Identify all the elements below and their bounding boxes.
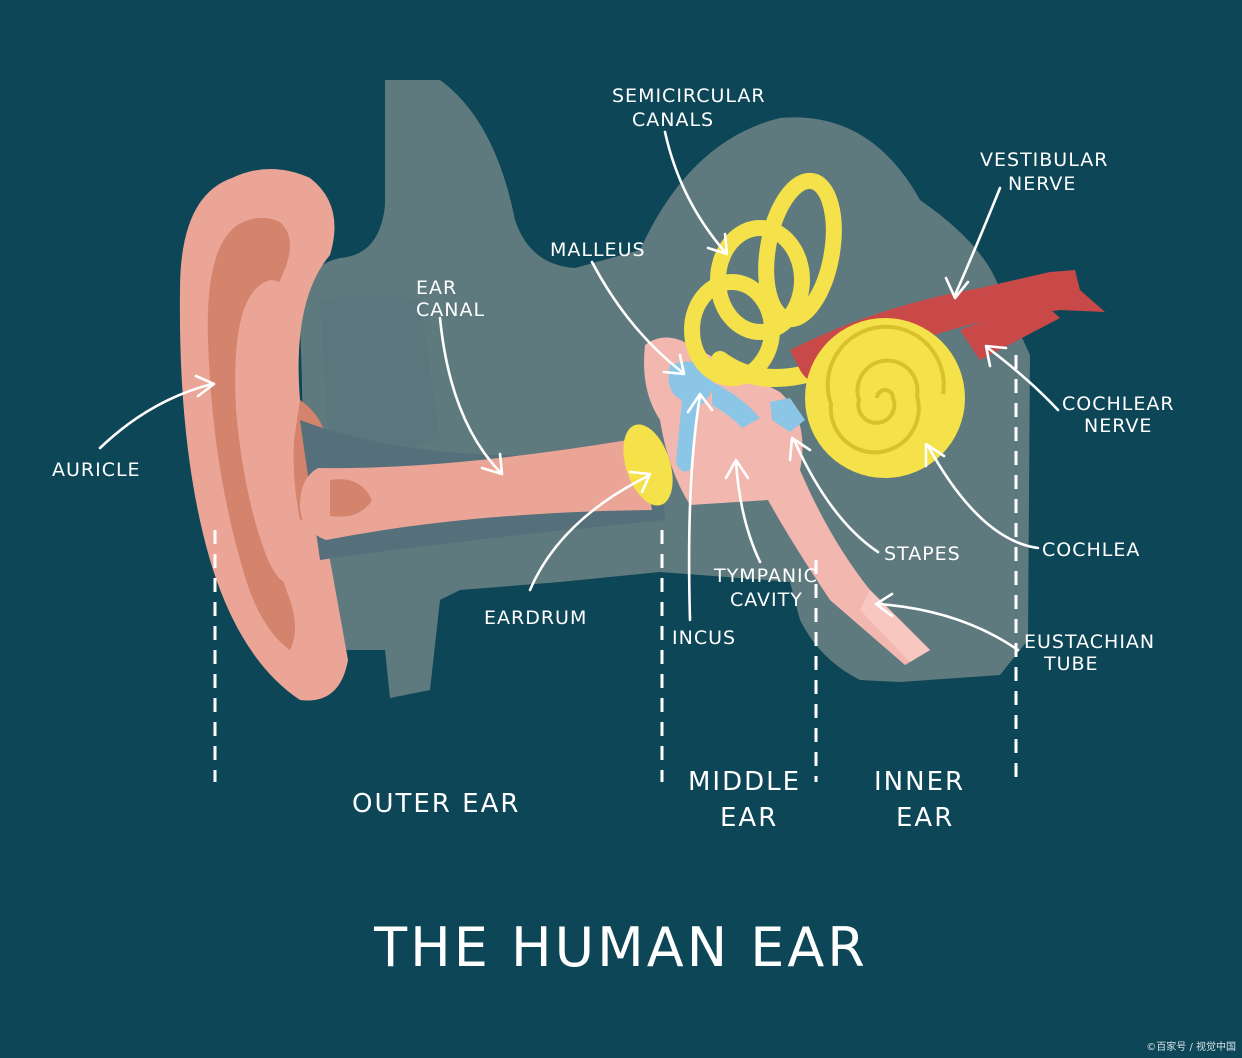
label-ear-canal: EAR [416,277,457,299]
label-tympanic-cavity: CAVITY [730,589,803,611]
watermark: ©百家号 / 视觉中国 [1146,1040,1236,1053]
label-auricle: AURICLE [52,459,141,481]
ossicles [668,361,805,472]
ear-canal-shape [300,420,665,560]
section-inner-ear: INNER [874,767,965,797]
label-vestibular-nerve: VESTIBULAR [980,149,1108,171]
cochlea-shape [805,318,965,478]
section-dividers [213,355,1018,782]
label-semicircular-canals: CANALS [632,109,714,131]
label-incus: INCUS [672,627,736,649]
section-inner-ear: EAR [896,803,954,833]
label-stapes: STAPES [884,543,961,565]
label-eustachian-tube: TUBE [1043,653,1099,675]
section-middle-ear: EAR [720,803,778,833]
auricle-shape [179,169,348,701]
label-cochlear-nerve: COCHLEAR [1062,393,1175,415]
section-middle-ear: MIDDLE [688,767,801,797]
label-eardrum: EARDRUM [484,607,587,629]
page-title: THE HUMAN EAR [373,916,868,979]
eardrum-shape [623,424,673,506]
label-cochlea: COCHLEA [1042,539,1140,561]
label-vestibular-nerve: NERVE [1008,173,1076,195]
section-outer-ear: OUTER EAR [352,789,520,819]
label-eustachian-tube: EUSTACHIAN [1024,631,1155,653]
tympanic-cavity-shape [644,337,930,665]
pointer-arrows [98,130,1060,652]
part-labels: SEMICIRCULAR CANALS VESTIBULAR NERVE MAL… [52,85,1175,675]
label-cochlear-nerve: NERVE [1084,415,1152,437]
label-semicircular-canals: SEMICIRCULAR [612,85,766,107]
label-malleus: MALLEUS [550,239,646,261]
section-labels: OUTER EAR MIDDLE EAR INNER EAR [352,767,965,833]
label-tympanic-cavity: TYMPANIC [713,565,818,587]
label-ear-canal: CANAL [416,299,485,321]
